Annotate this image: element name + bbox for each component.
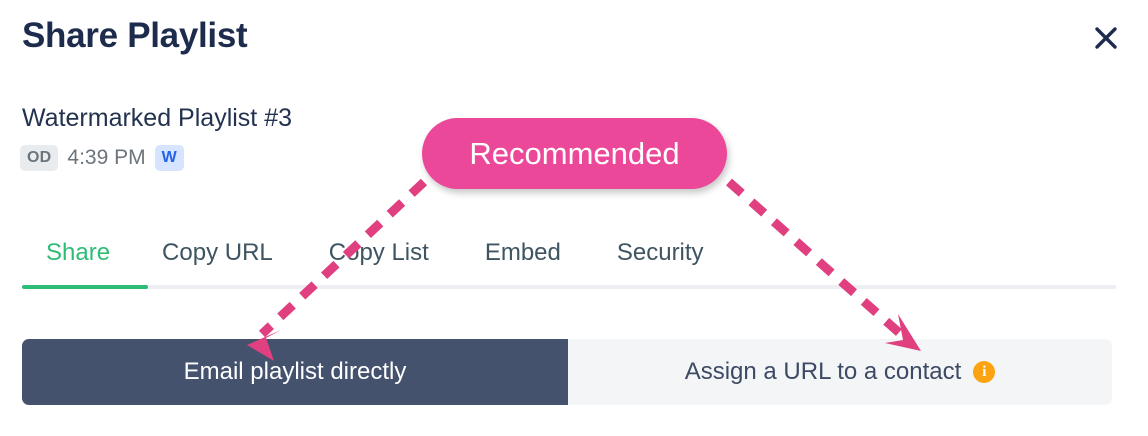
assign-url-to-contact-label: Assign a URL to a contact — [684, 358, 962, 385]
assign-url-to-contact-button[interactable]: Assign a URL to a contact i — [568, 339, 1112, 405]
tab-copy-list[interactable]: Copy List — [301, 238, 457, 284]
recommended-callout: Recommended — [422, 118, 727, 189]
close-icon — [1091, 23, 1121, 53]
tab-active-indicator — [22, 285, 148, 289]
tab-share[interactable]: Share — [22, 238, 134, 284]
watermark-badge: W — [154, 145, 184, 171]
playlist-name: Watermarked Playlist #3 — [22, 104, 292, 132]
email-playlist-directly-button[interactable]: Email playlist directly — [22, 339, 568, 405]
tab-embed[interactable]: Embed — [457, 238, 589, 284]
info-icon[interactable]: i — [973, 361, 996, 383]
share-mode-segmented-control: Email playlist directly Assign a URL to … — [22, 339, 1112, 405]
owner-badge: OD — [20, 145, 59, 171]
tab-bar: Share Copy URL Copy List Embed Security — [22, 232, 732, 284]
playlist-time: 4:39 PM — [67, 146, 146, 169]
email-playlist-directly-label: Email playlist directly — [183, 358, 407, 385]
tab-divider — [22, 285, 1116, 289]
close-button[interactable] — [1086, 18, 1126, 58]
playlist-meta: OD 4:39 PM W — [20, 144, 184, 172]
recommended-callout-label: Recommended — [469, 135, 680, 171]
page-title: Share Playlist — [22, 16, 248, 55]
tab-copy-url[interactable]: Copy URL — [134, 238, 301, 284]
tab-security[interactable]: Security — [589, 238, 732, 284]
